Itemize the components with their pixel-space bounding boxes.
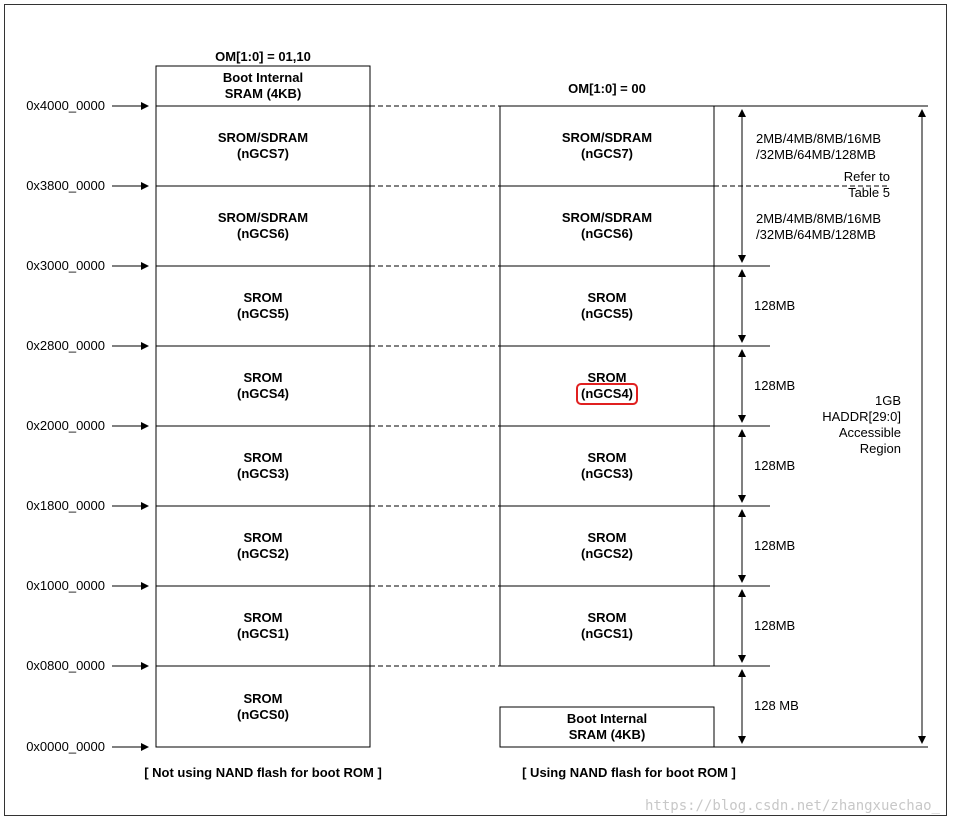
left-bank-ngcs6: SROM/SDRAM (nGCS6) xyxy=(156,186,370,266)
bank-id: (nGCS0) xyxy=(237,706,289,722)
right-bank-ngcs5: SROM (nGCS5) xyxy=(500,266,714,346)
bank-type: SROM xyxy=(243,530,283,545)
bank-type: SROM xyxy=(587,450,627,465)
left-bank-ngcs0: SROM (nGCS0) xyxy=(156,666,370,747)
bank-type: SROM/SDRAM xyxy=(561,210,653,225)
region-line: 1GB xyxy=(874,393,901,408)
bank-type: SROM xyxy=(587,610,627,625)
size-note-bank3: 128MB xyxy=(754,458,796,473)
address-label: 0x3800_0000 xyxy=(26,178,105,193)
bank-id: (nGCS1) xyxy=(581,626,633,641)
region-line: Accessible xyxy=(838,425,901,440)
size-note-bank6: 2MB/4MB/8MB/16MB /32MB/64MB/128MB xyxy=(756,211,881,243)
left-bank-ngcs7: SROM/SDRAM (nGCS7) xyxy=(156,106,370,186)
bank-id: (nGCS4) xyxy=(237,386,289,401)
refer-line: Refer to xyxy=(843,169,890,184)
size-note-bank4: 128MB xyxy=(754,378,796,393)
bank-type: SROM xyxy=(243,370,283,385)
right-bank-ngcs1: SROM (nGCS1) xyxy=(500,586,714,666)
bank-type: SROM/SDRAM xyxy=(217,130,309,145)
size-line: 2MB/4MB/8MB/16MB xyxy=(756,131,881,146)
address-label: 0x1800_0000 xyxy=(26,498,105,513)
left-header: OM[1:0] = 01,10 xyxy=(215,49,311,64)
bank-id: (nGCS2) xyxy=(237,546,289,561)
address-label: 0x2000_0000 xyxy=(26,418,105,433)
size-line: /32MB/64MB/128MB xyxy=(756,227,876,242)
diagram-frame xyxy=(4,4,947,816)
address-label: 0x3000_0000 xyxy=(26,258,105,273)
right-footer: [ Using NAND flash for boot ROM ] xyxy=(522,765,736,780)
block-line: Boot Internal xyxy=(222,70,304,85)
right-bank-ngcs4: SROM (nGCS4) xyxy=(500,346,714,426)
refer-note: Refer to Table 5 xyxy=(820,169,890,201)
size-note-bank0: 128 MB xyxy=(754,698,799,713)
bank-id: (nGCS6) xyxy=(237,226,289,241)
bank-id: (nGCS5) xyxy=(581,306,633,321)
right-header: OM[1:0] = 00 xyxy=(568,81,646,96)
right-boot-sram-block: Boot Internal SRAM (4KB) xyxy=(500,707,714,747)
watermark: https://blog.csdn.net/zhangxuechao_ xyxy=(644,798,940,814)
right-bank-ngcs2: SROM (nGCS2) xyxy=(500,506,714,586)
left-bank-ngcs3: SROM (nGCS3) xyxy=(156,426,370,506)
bank-type: SROM/SDRAM xyxy=(561,130,653,145)
address-label: 0x1000_0000 xyxy=(26,578,105,593)
size-line: 2MB/4MB/8MB/16MB xyxy=(756,211,881,226)
right-bank-ngcs6: SROM/SDRAM (nGCS6) xyxy=(500,186,714,266)
bank-id: (nGCS5) xyxy=(237,306,289,321)
bank-type: SROM/SDRAM xyxy=(217,210,309,225)
left-bank-ngcs5: SROM (nGCS5) xyxy=(156,266,370,346)
bank-type: SROM xyxy=(243,610,283,625)
size-line: /32MB/64MB/128MB xyxy=(756,147,876,162)
right-bank-ngcs3: SROM (nGCS3) xyxy=(500,426,714,506)
size-note-bank2: 128MB xyxy=(754,538,796,553)
block-line: SRAM (4KB) xyxy=(568,727,646,742)
block-line: SRAM (4KB) xyxy=(224,86,302,101)
address-label: 0x0000_0000 xyxy=(26,739,105,754)
bank-id: (nGCS6) xyxy=(581,226,633,241)
bank-id: (nGCS3) xyxy=(581,466,633,481)
bank-type: SROM xyxy=(243,450,283,465)
bank-id: (nGCS2) xyxy=(581,546,633,561)
size-note-bank1: 128MB xyxy=(754,618,796,633)
bank-type: SROM xyxy=(587,370,627,385)
size-note-bank7: 2MB/4MB/8MB/16MB /32MB/64MB/128MB xyxy=(756,131,881,163)
address-label: 0x0800_0000 xyxy=(26,658,105,673)
bank-id: (nGCS1) xyxy=(237,626,289,641)
left-bank-ngcs1: SROM (nGCS1) xyxy=(156,586,370,666)
address-label: 0x4000_0000 xyxy=(26,98,105,113)
left-bank-ngcs4: SROM (nGCS4) xyxy=(156,346,370,426)
block-line: Boot Internal xyxy=(566,711,648,726)
left-footer: [ Not using NAND flash for boot ROM ] xyxy=(144,765,382,780)
bank-type: SROM xyxy=(243,690,283,706)
address-label: 0x2800_0000 xyxy=(26,338,105,353)
right-bank-ngcs7: SROM/SDRAM (nGCS7) xyxy=(500,106,714,186)
bank-id: (nGCS7) xyxy=(581,146,633,161)
left-bank-ngcs2: SROM (nGCS2) xyxy=(156,506,370,586)
bank-id: (nGCS7) xyxy=(237,146,289,161)
region-line: Region xyxy=(859,441,901,456)
highlighted-bank-id: (nGCS4) xyxy=(576,383,638,405)
left-boot-sram-block: Boot Internal SRAM (4KB) xyxy=(156,66,370,106)
bank-type: SROM xyxy=(587,530,627,545)
region-note: 1GB HADDR[29:0] Accessible Region xyxy=(800,393,901,457)
bank-type: SROM xyxy=(587,290,627,305)
refer-line: Table 5 xyxy=(848,185,890,200)
bank-type: SROM xyxy=(243,290,283,305)
region-line: HADDR[29:0] xyxy=(822,409,901,424)
size-note-bank5: 128MB xyxy=(754,298,796,313)
bank-id: (nGCS3) xyxy=(237,466,289,481)
